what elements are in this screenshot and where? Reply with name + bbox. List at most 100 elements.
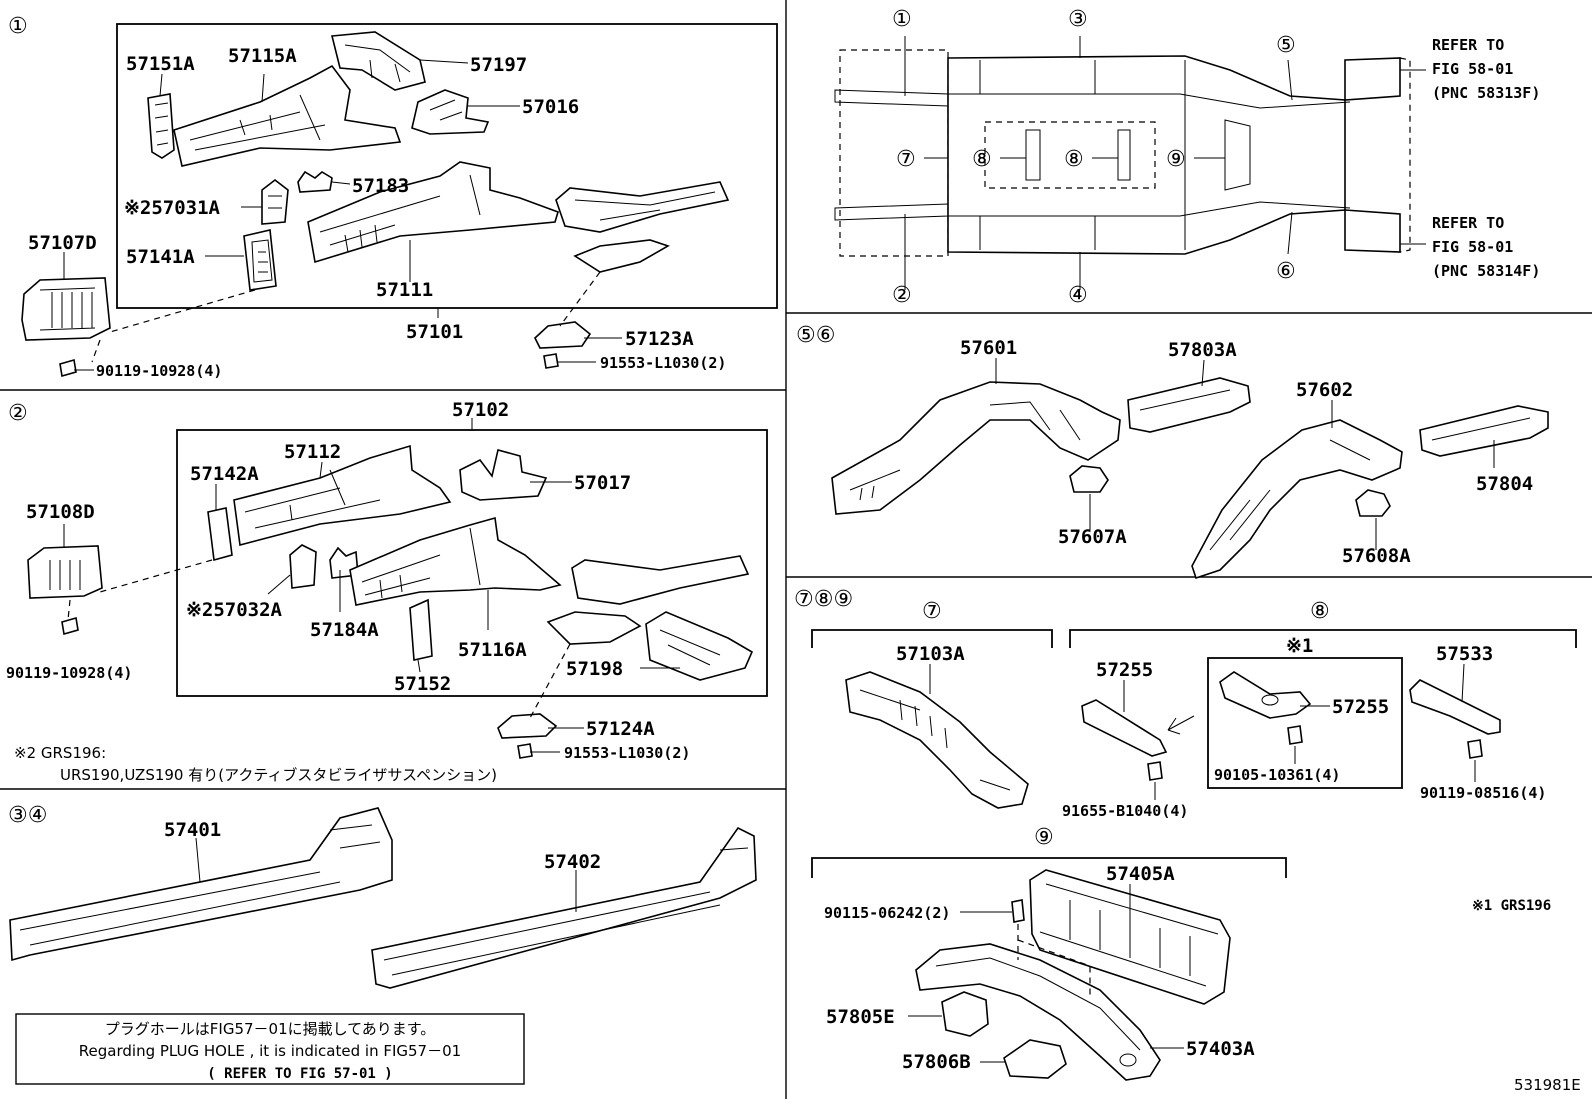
part-57116A-drawing: [349, 516, 562, 606]
overview-marker-8b: ⑧: [1064, 147, 1084, 172]
overview-marker-6: ⑥: [1276, 259, 1296, 284]
bolt-91655-drawing: [1147, 761, 1163, 781]
part-right-rail-drawing: [555, 181, 730, 233]
arrow-icon: [1167, 715, 1195, 735]
label-57405A: 57405A: [1106, 863, 1175, 885]
label-57102: 57102: [452, 399, 509, 421]
section-marker-1: ①: [8, 14, 28, 39]
label-57116A: 57116A: [458, 639, 527, 661]
plug-note-line3: ( REFER TO FIG 57-01 ): [207, 1066, 392, 1082]
note-2-line2: URS190,UZS190 有り(アクティブスタビライザサスペンション): [60, 766, 497, 784]
label-57402: 57402: [544, 851, 601, 873]
part-57608A-drawing: [1355, 489, 1391, 517]
part-57403A-drawing: [915, 943, 1161, 1081]
label-57184A: 57184A: [310, 619, 379, 641]
label-90119-10928-s2: 90119-10928(4): [6, 664, 132, 682]
overview-marker-4: ④: [1068, 283, 1088, 308]
label-57141A: 57141A: [126, 246, 195, 268]
refer-top-line1: REFER TO: [1432, 36, 1504, 54]
part-57142A-drawing: [207, 507, 233, 562]
bolt-91553-drawing: [543, 353, 559, 369]
part-bracket-2-drawing: [546, 611, 642, 645]
part-57111-drawing: [307, 161, 559, 264]
part-bracket-drawing: [573, 239, 670, 273]
label-91553-L1030-s1: 91553-L1030(2): [600, 354, 726, 372]
refer-bottom-line3: (PNC 58314F): [1432, 262, 1540, 280]
refer-top-line3: (PNC 58313F): [1432, 84, 1540, 102]
label-57108D: 57108D: [26, 501, 95, 523]
part-57602-drawing: [1191, 419, 1403, 580]
part-57601-drawing: [831, 381, 1121, 515]
part-57115A-drawing: [173, 64, 402, 167]
part-57124A-drawing: [497, 713, 558, 739]
bolt-91553-s2-drawing: [517, 743, 533, 759]
part-57183-drawing: [297, 170, 333, 193]
part-57197-drawing: [330, 31, 426, 91]
label-57401: 57401: [164, 819, 221, 841]
label-57403A: 57403A: [1186, 1038, 1255, 1060]
label-57197: 57197: [470, 54, 527, 76]
section-marker-5-6: ⑤⑥: [796, 323, 835, 348]
part-57806B-drawing: [1003, 1039, 1067, 1079]
plug-note-line2: Regarding PLUG HOLE , it is indicated in…: [79, 1042, 461, 1060]
group7-bracket: [811, 629, 1053, 648]
star1-marker: ※1: [1286, 635, 1313, 657]
group-marker-7: ⑦: [922, 599, 942, 624]
section1-frame: [116, 23, 778, 309]
part-57112-drawing: [233, 444, 452, 547]
part-57607A-drawing: [1069, 465, 1109, 493]
group-marker-9: ⑨: [1034, 825, 1054, 850]
group9-bracket: [811, 857, 1287, 878]
part-57401-drawing: [9, 807, 393, 962]
part-57123A-drawing: [534, 321, 592, 349]
bolt-90115-drawing: [1011, 899, 1025, 923]
overview-marker-5: ⑤: [1276, 33, 1296, 58]
label-57533: 57533: [1436, 643, 1493, 665]
label-57198: 57198: [566, 658, 623, 680]
label-57017: 57017: [574, 472, 631, 494]
part-57805E-drawing: [941, 991, 989, 1037]
label-57255-left: 57255: [1096, 659, 1153, 681]
overview-marker-9: ⑨: [1166, 147, 1186, 172]
label-57107D: 57107D: [28, 232, 97, 254]
label-90105-10361: 90105-10361(4): [1214, 766, 1340, 784]
label-57032A: ※257032A: [186, 599, 283, 621]
bolt-90119-s2-drawing: [61, 616, 79, 636]
part-57017-drawing: [459, 449, 548, 501]
part-57255-right-drawing: [1219, 671, 1312, 719]
label-57804: 57804: [1476, 473, 1533, 495]
part-57141A-drawing: [243, 229, 277, 291]
part-57107D-drawing: [21, 277, 111, 341]
refer-bottom-line1: REFER TO: [1432, 214, 1504, 232]
label-57016: 57016: [522, 96, 579, 118]
label-57112: 57112: [284, 441, 341, 463]
part-right-rail-2-drawing: [571, 555, 750, 605]
overview-marker-1: ①: [892, 7, 912, 32]
label-57255-right: 57255: [1332, 696, 1389, 718]
section-marker-7-8-9: ⑦⑧⑨: [794, 587, 853, 612]
label-57031A: ※257031A: [124, 197, 221, 219]
figure-id: 531981E: [1514, 1076, 1581, 1094]
part-57152-drawing: [409, 598, 433, 661]
refer-bottom-line2: FIG 58-01: [1432, 238, 1513, 256]
star1-frame: [1207, 657, 1403, 789]
label-57601: 57601: [960, 337, 1017, 359]
label-57806B: 57806B: [902, 1051, 971, 1073]
section-marker-3-4: ③④: [8, 803, 47, 828]
label-57152: 57152: [394, 673, 451, 695]
plug-note-line1: プラグホールはFIG57－01に掲載してあります。: [105, 1020, 435, 1038]
label-57183: 57183: [352, 175, 409, 197]
label-57123A: 57123A: [625, 328, 694, 350]
label-90119-10928-s1: 90119-10928(4): [96, 362, 222, 380]
label-90115-06242: 90115-06242(2): [824, 904, 950, 922]
section-marker-2: ②: [8, 401, 28, 426]
group-marker-8: ⑧: [1310, 599, 1330, 624]
label-57115A: 57115A: [228, 45, 297, 67]
label-57608A: 57608A: [1342, 545, 1411, 567]
label-91655-B1040: 91655-B1040(4): [1062, 802, 1188, 820]
part-57108D-drawing: [27, 545, 103, 599]
plug-hole-note-box: [15, 1013, 525, 1085]
part-57151A-drawing: [147, 93, 175, 159]
group8-bracket: [1069, 629, 1577, 648]
bolt-90119-s8-drawing: [1467, 739, 1483, 759]
